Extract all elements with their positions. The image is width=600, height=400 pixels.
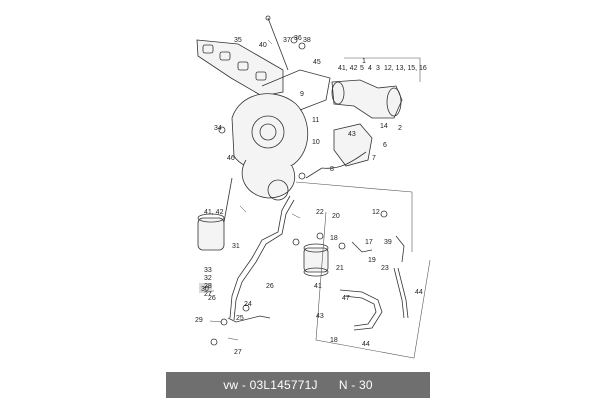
- leader-lines: [206, 39, 301, 341]
- highlighted-callout-box: [199, 283, 212, 293]
- callout-36: 36: [294, 35, 302, 42]
- callout-3: 3: [376, 65, 380, 72]
- callout-28: 28: [204, 283, 212, 290]
- filter-cartridge: [303, 243, 329, 277]
- rod-tip: [265, 15, 271, 21]
- callout-8: 8: [330, 166, 334, 173]
- callout-31: 31: [232, 243, 240, 250]
- caption-gap: [318, 378, 339, 392]
- callout-41: 41: [314, 283, 322, 290]
- frame-line-3: [344, 57, 421, 82]
- part-caption-bar: vw - 03L145771J N - 30: [166, 372, 430, 398]
- callout-44-lower: 44: [362, 341, 370, 348]
- callout-27b: 27: [234, 349, 242, 356]
- oil-supply-line: [229, 195, 291, 319]
- callout-22: 22: [316, 209, 324, 216]
- callout-9: 9: [300, 91, 304, 98]
- callout-39: 39: [384, 239, 392, 246]
- intake-pipe: [331, 79, 403, 119]
- callout-7: 7: [372, 155, 376, 162]
- callout-26: 26: [208, 295, 216, 302]
- callout-10: 10: [312, 139, 320, 146]
- callout-24: 24: [244, 301, 252, 308]
- callout-11: 11: [312, 117, 319, 124]
- heat-shield: [333, 123, 373, 167]
- callout-27: 27: [204, 291, 212, 298]
- exhaust-manifold: [196, 39, 284, 97]
- frame-line-1: [295, 181, 413, 252]
- callout-25: 25: [236, 315, 244, 322]
- callout-5: 5: [360, 65, 364, 72]
- caption-reference: N - 30: [338, 378, 373, 392]
- callout-6: 6: [383, 142, 387, 149]
- sensor-rod: [267, 17, 289, 71]
- wastegate-actuator: [197, 177, 233, 251]
- coolant-hoses: [339, 235, 409, 331]
- callout-1: 1: [362, 58, 366, 65]
- callout-30-highlighted: 30: [201, 286, 209, 293]
- caption-separator: -: [238, 378, 250, 392]
- callout-44-right: 44: [415, 289, 423, 296]
- callout-labels: 35 40 37 36 38 1 41, 42 5 4 3 12, 13, 15…: [195, 35, 427, 356]
- callout-41-42: 41, 42: [338, 65, 358, 72]
- callout-29: 29: [195, 317, 203, 324]
- callout-33: 33: [204, 267, 212, 274]
- callout-12: 12: [372, 209, 380, 216]
- bolt-34: [218, 126, 226, 134]
- callout-18-lower: 18: [330, 337, 338, 344]
- drawing-lines: [196, 15, 431, 359]
- callout-12-13-15-16: 12, 13, 15, 16: [384, 65, 427, 72]
- caption-brand: vw: [223, 378, 239, 392]
- callout-37: 37: [283, 37, 291, 44]
- callout-35: 35: [234, 37, 242, 44]
- callout-42: 41, 42: [204, 209, 224, 216]
- coolant-line-upper: [321, 151, 367, 169]
- callout-19: 19: [368, 257, 376, 264]
- callout-2: 2: [398, 125, 402, 132]
- callout-18-upper: 18: [330, 235, 338, 242]
- callout-38: 38: [303, 37, 311, 44]
- callout-43-lower: 43: [316, 313, 324, 320]
- callout-32: 32: [204, 275, 212, 282]
- callout-23: 23: [381, 265, 389, 272]
- frame-line-2: [315, 211, 431, 359]
- callout-20: 20: [332, 213, 340, 220]
- callout-4: 4: [368, 65, 372, 72]
- callout-45: 45: [313, 59, 321, 66]
- callout-26b: 26: [266, 283, 274, 290]
- caption-part-number: 03L145771J: [249, 378, 318, 392]
- callout-47: 47: [342, 295, 350, 302]
- callout-17: 17: [365, 239, 373, 246]
- callout-43-upper: 43: [348, 131, 356, 138]
- turbocharger: [231, 69, 331, 201]
- callout-14: 14: [380, 123, 388, 130]
- callout-46: 46: [227, 155, 235, 162]
- callout-34: 34: [214, 125, 222, 132]
- oil-return-line: [227, 315, 271, 323]
- callout-21: 21: [336, 265, 344, 272]
- callout-40: 40: [259, 42, 267, 49]
